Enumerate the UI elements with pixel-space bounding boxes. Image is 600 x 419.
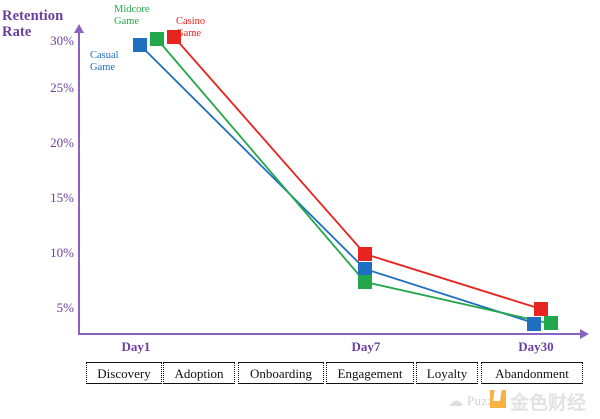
chart-title: Retention Rate <box>2 8 64 40</box>
x-axis-arrow-icon <box>580 329 589 339</box>
y-tick-label-15: 15% <box>50 190 74 205</box>
x-tick-label-day30: Day30 <box>518 339 554 354</box>
series-label-midcore-game: Midcore Game <box>114 4 150 27</box>
cloud-icon: ☁ <box>448 394 463 410</box>
stage-box-adoption[interactable]: Adoption <box>163 362 235 384</box>
marker-midcore-game-day7[interactable] <box>358 275 372 289</box>
series-label-casino-game: Casino Game <box>176 16 206 39</box>
watermark: ☁ Puzzle 金色财经 <box>448 386 598 416</box>
marker-casual-game-day1[interactable] <box>133 38 147 52</box>
marker-midcore-game-day1[interactable] <box>150 32 164 46</box>
marker-casino-game-day7[interactable] <box>358 247 372 261</box>
y-tick-label-30: 30% <box>50 33 74 48</box>
y-tick-label-5: 5% <box>56 300 74 315</box>
y-axis-arrow-icon <box>74 24 84 33</box>
x-tick-label-day1: Day1 <box>121 339 151 354</box>
stage-box-onboarding[interactable]: Onboarding <box>238 362 324 384</box>
stage-box-loyalty[interactable]: Loyalty <box>416 362 478 384</box>
marker-casual-game-day30[interactable] <box>527 317 541 331</box>
y-tick-label-25: 25% <box>50 80 74 95</box>
stage-box-abandonment[interactable]: Abandonment <box>481 362 583 384</box>
watermark-chinese-text: 金色财经 <box>510 392 587 414</box>
marker-casual-game-day7[interactable] <box>358 262 372 276</box>
y-tick-label-20: 20% <box>50 135 74 150</box>
y-axis-line <box>78 31 80 335</box>
line-midcore-game <box>156 38 553 325</box>
x-tick-label-day7: Day7 <box>351 339 381 354</box>
y-tick-label-10: 10% <box>50 245 74 260</box>
marker-casino-game-day1[interactable] <box>167 30 181 44</box>
series-label-casual-game: Casual Game <box>90 50 119 73</box>
stage-box-engagement[interactable]: Engagement <box>326 362 414 384</box>
marker-casino-game-day30[interactable] <box>534 302 548 316</box>
stage-box-discovery[interactable]: Discovery <box>86 362 162 384</box>
line-casual-game <box>139 44 538 325</box>
x-axis-line <box>78 333 582 335</box>
marker-midcore-game-day30[interactable] <box>544 316 558 330</box>
